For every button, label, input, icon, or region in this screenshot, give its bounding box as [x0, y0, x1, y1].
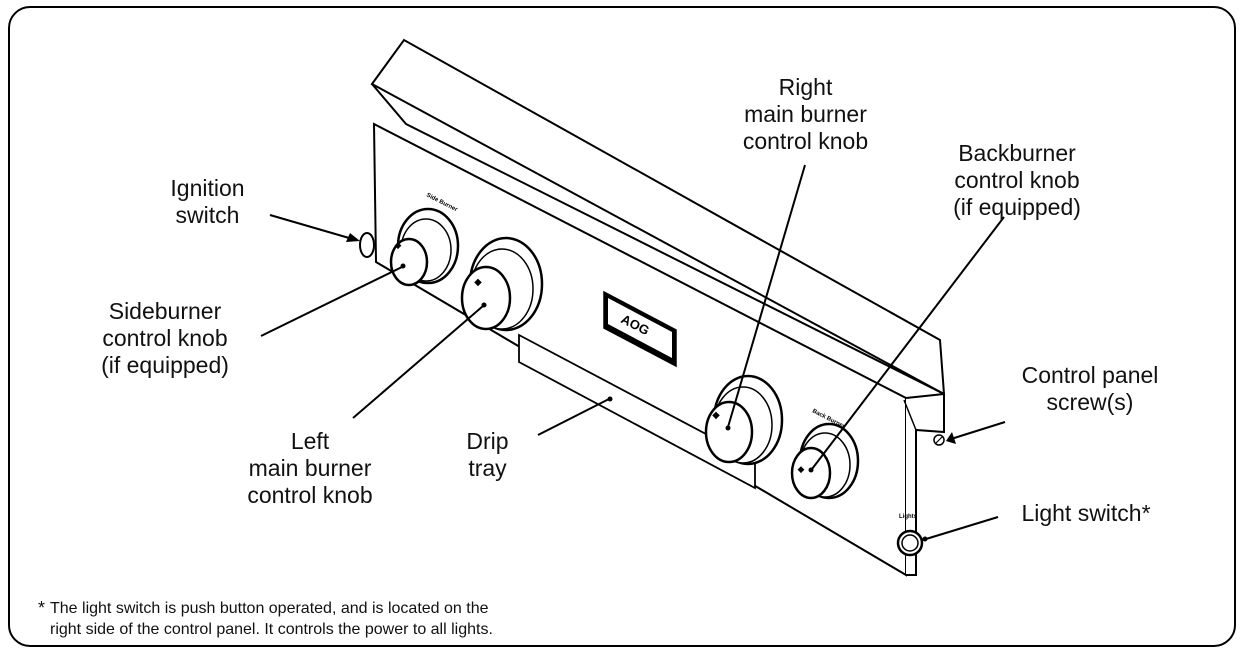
- backburner-knob: ◆: [790, 422, 860, 500]
- svg-text:◆: ◆: [798, 464, 805, 474]
- svg-text:◆: ◆: [474, 277, 482, 288]
- callout-backburner-knob: Backburner control knob (if equipped): [953, 140, 1081, 220]
- callout-right-main-knob: Right main burner control knob: [742, 74, 869, 154]
- svg-text:◆: ◆: [395, 240, 402, 250]
- leader-lines: [260, 164, 1006, 540]
- panel-side-face: [905, 392, 945, 576]
- callout-sideburner-knob: Sideburner control knob (if equipped): [101, 298, 229, 378]
- callout-left-main-knob: Left main burner control knob: [247, 428, 373, 508]
- footnote: * The light switch is push button operat…: [38, 598, 493, 640]
- ignition-button: [359, 232, 375, 258]
- callout-drip-tray: Drip tray: [466, 428, 509, 481]
- leader-drip-tray: [537, 398, 610, 436]
- drip-tray-shape: [518, 333, 756, 490]
- leader-control-panel-screw: [950, 421, 1006, 440]
- svg-text:◆: ◆: [712, 410, 720, 421]
- callout-control-panel-screw: Control panel screw(s): [1021, 362, 1159, 415]
- leader-sideburner: [260, 266, 403, 337]
- footnote-line-2: right side of the control panel. It cont…: [50, 621, 493, 638]
- callout-ignition-switch: Ignition switch: [170, 175, 245, 228]
- right-main-knob: ◆: [704, 374, 784, 466]
- diagram-frame: [8, 6, 1236, 647]
- footnote-line-1: The light switch is push button operated…: [50, 600, 489, 617]
- leader-right-main: [727, 164, 806, 428]
- lights-panel-label: Lights: [899, 514, 918, 520]
- footnote-marker: *: [38, 598, 46, 618]
- panel-top-hood: [370, 38, 946, 396]
- leader-left-main: [352, 305, 484, 419]
- sideburner-knob: ◆: [389, 207, 460, 287]
- aog-logo-plate: AOG: [603, 290, 677, 368]
- leader-ignition: [269, 214, 357, 241]
- light-switch-button: [896, 529, 924, 557]
- control-panel-screw: [933, 434, 945, 446]
- leader-backburner: [811, 216, 1005, 470]
- callout-light-switch: Light switch*: [1021, 500, 1151, 526]
- leader-light-switch: [925, 516, 999, 540]
